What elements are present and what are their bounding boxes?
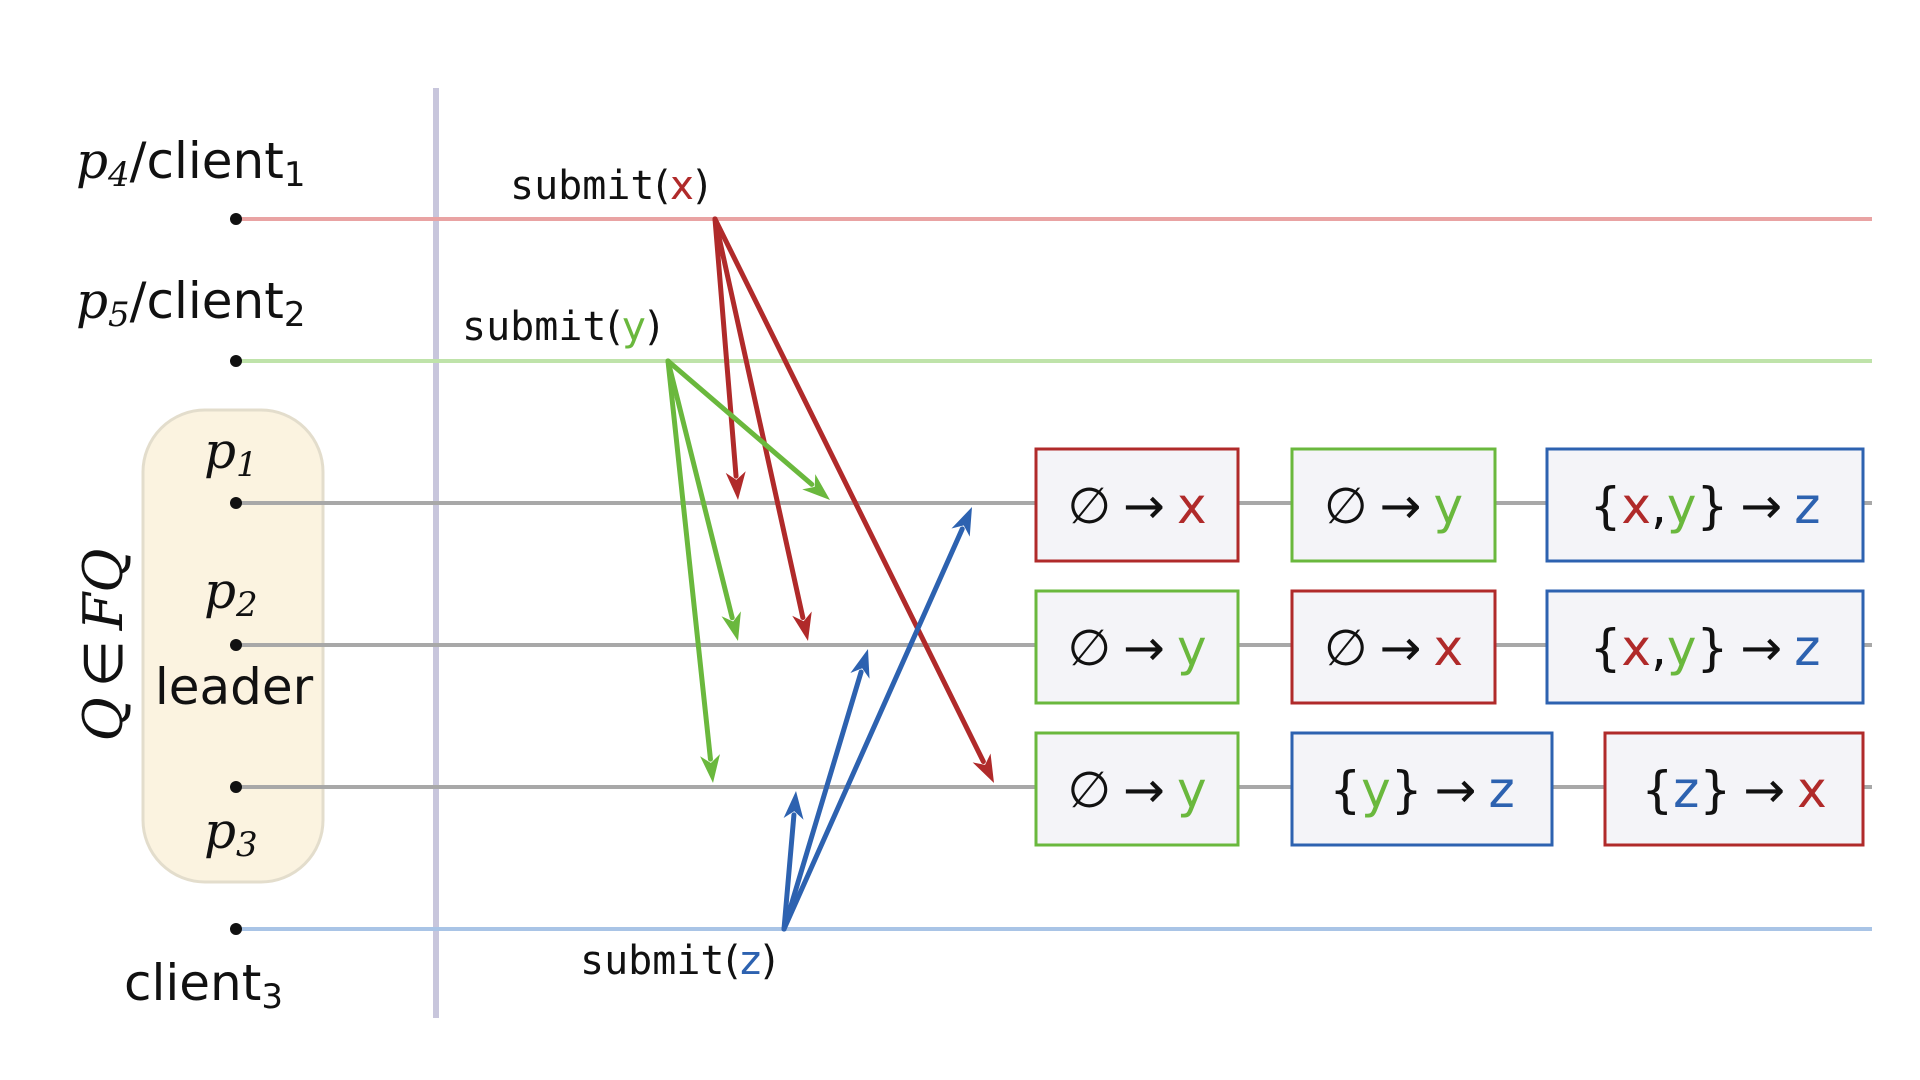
arrow-x-to-p2 <box>712 216 812 641</box>
log-box-r1-2: ∅→y <box>1290 447 1497 563</box>
comma: , <box>1651 619 1667 677</box>
message-arrows <box>665 216 994 932</box>
result-x: x <box>1797 761 1827 819</box>
maps-to-arrow: → <box>1380 619 1422 677</box>
log-box-text: ∅→y <box>1067 619 1206 677</box>
dep-y: y <box>1667 477 1697 535</box>
maps-to-arrow: → <box>1743 761 1785 819</box>
result-z: z <box>1794 619 1820 677</box>
maps-to-arrow: → <box>1123 477 1165 535</box>
log-box-text: ∅→y <box>1324 477 1463 535</box>
empty-set: ∅ <box>1067 477 1111 535</box>
log-box-text: ∅→x <box>1324 619 1463 677</box>
label-leader: leader <box>155 658 314 716</box>
dot-p3 <box>230 781 242 793</box>
result-y: y <box>1177 761 1207 819</box>
brace-close: } <box>1699 761 1731 819</box>
maps-to-arrow: → <box>1123 619 1165 677</box>
maps-to-arrow: → <box>1740 619 1782 677</box>
dot-p4 <box>230 213 242 225</box>
submit-y-label: submit(y) <box>462 304 661 350</box>
log-box-frame <box>1034 731 1240 847</box>
maps-to-arrow: → <box>1435 761 1477 819</box>
log-box-r3-2: {y}→z <box>1290 731 1554 847</box>
label-p3: p3 <box>204 802 258 865</box>
empty-set: ∅ <box>1324 619 1368 677</box>
maps-to-arrow: → <box>1740 477 1782 535</box>
log-box-r1-3: {x,y}→z <box>1545 447 1865 563</box>
empty-set: ∅ <box>1067 619 1111 677</box>
arrow-x-to-p3 <box>712 216 994 783</box>
maps-to-arrow: → <box>1123 761 1165 819</box>
brace-open: { <box>1329 761 1361 819</box>
dep-x: x <box>1621 477 1651 535</box>
log-box-frame <box>1034 589 1240 705</box>
log-box-text: {y}→z <box>1329 761 1514 819</box>
label-p2: p2 <box>204 562 258 625</box>
result-y: y <box>1433 477 1463 535</box>
dot-client3 <box>230 923 242 935</box>
log-box-text: {z}→x <box>1641 761 1826 819</box>
empty-set: ∅ <box>1324 477 1368 535</box>
brace-close: } <box>1696 619 1728 677</box>
submit-x-label: submit(x) <box>510 163 709 209</box>
log-box-r3-3: {z}→x <box>1603 731 1865 847</box>
log-box-r2-2: ∅→x <box>1290 589 1497 705</box>
log-box-frame <box>1290 731 1554 847</box>
label-client3: client3 <box>124 954 283 1017</box>
log-box-r1-1: ∅→x <box>1034 447 1240 563</box>
arrow-z-to-p2 <box>781 649 870 932</box>
result-y: y <box>1177 619 1207 677</box>
brace-open: { <box>1641 761 1673 819</box>
log-box-frame <box>1290 447 1497 563</box>
result-x: x <box>1177 477 1207 535</box>
dep-y: y <box>1361 761 1391 819</box>
dot-p2 <box>230 639 242 651</box>
result-z: z <box>1794 477 1820 535</box>
result-x: x <box>1433 619 1463 677</box>
dep-y: y <box>1667 619 1697 677</box>
dot-p1 <box>230 497 242 509</box>
arrow-y-to-p1 <box>665 358 830 500</box>
log-box-frame <box>1603 731 1865 847</box>
log-box-frame <box>1545 447 1865 563</box>
dep-x: x <box>1621 619 1651 677</box>
label-p4: p4/client1 <box>76 132 306 195</box>
log-box-r2-3: {x,y}→z <box>1545 589 1865 705</box>
brace-close: } <box>1391 761 1423 819</box>
result-z: z <box>1488 761 1514 819</box>
arrow-y-to-p2 <box>665 358 741 641</box>
log-box-frame <box>1290 589 1497 705</box>
log-box-r3-1: ∅→y <box>1034 731 1240 847</box>
empty-set: ∅ <box>1067 761 1111 819</box>
log-box-text: ∅→y <box>1067 761 1206 819</box>
dep-z: z <box>1673 761 1699 819</box>
label-p5: p5/client2 <box>76 272 306 335</box>
log-box-text: {x,y}→z <box>1590 477 1821 535</box>
log-box-r2-1: ∅→y <box>1034 589 1240 705</box>
log-box-frame <box>1034 447 1240 563</box>
submit-z-label: submit(z) <box>580 938 777 984</box>
log-box-frame <box>1545 589 1865 705</box>
brace-close: } <box>1696 477 1728 535</box>
brace-open: { <box>1590 619 1622 677</box>
arrow-z-to-p3 <box>781 791 804 932</box>
log-box-text: ∅→x <box>1067 477 1206 535</box>
arrow-y-to-p3 <box>665 358 720 783</box>
quorum-label: Q∈FQ <box>72 548 135 741</box>
log-box-text: {x,y}→z <box>1590 619 1821 677</box>
dot-p5 <box>230 355 242 367</box>
log-boxes: ∅→x∅→y{x,y}→z∅→y∅→x{x,y}→z∅→y{y}→z{z}→x <box>1034 447 1865 847</box>
maps-to-arrow: → <box>1380 477 1422 535</box>
arrow-z-to-p1 <box>781 507 972 932</box>
arrow-x-to-p1 <box>712 216 746 500</box>
label-p1: p1 <box>204 422 258 485</box>
comma: , <box>1651 477 1667 535</box>
brace-open: { <box>1590 477 1622 535</box>
